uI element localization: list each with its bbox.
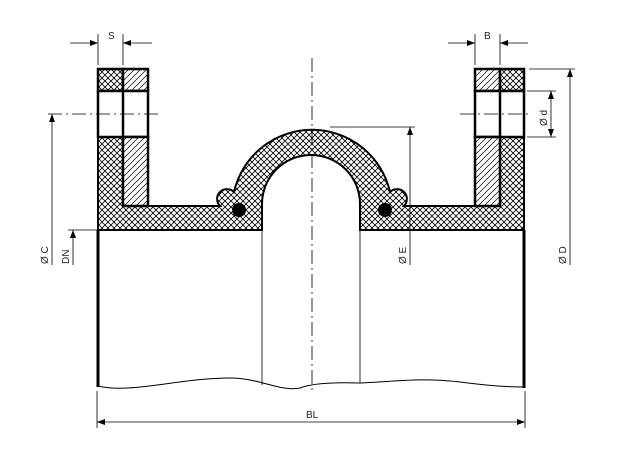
seal-left: [232, 203, 246, 217]
label-phi-e: Ø E: [398, 246, 409, 264]
label-phi-d-small: Ø d: [539, 110, 550, 126]
center-lines: [48, 58, 530, 392]
pipe-body: [96, 230, 526, 390]
coupling-body: [97, 128, 525, 231]
label-s: S: [108, 31, 115, 42]
break-line: [97, 377, 525, 390]
label-phi-d-large: Ø D: [558, 246, 569, 264]
label-b: B: [484, 31, 491, 42]
dimension-lines: [49, 34, 575, 428]
label-phi-c: Ø C: [40, 246, 51, 264]
seal-right: [378, 203, 392, 217]
label-dn: DN: [61, 250, 72, 264]
label-bl: BL: [306, 410, 319, 421]
right-flange: [473, 67, 526, 208]
